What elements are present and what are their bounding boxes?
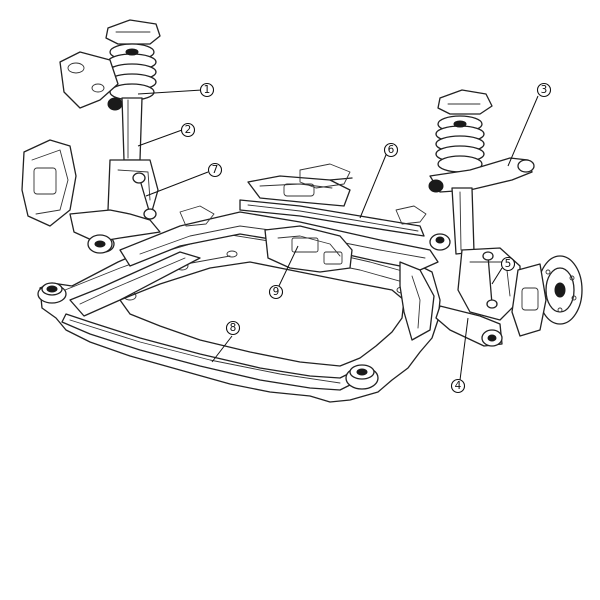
misc-brackets: [179, 163, 427, 227]
left-strut: [21, 19, 161, 254]
rear-right-mount: [429, 233, 451, 251]
callout-5: 5: [500, 256, 516, 272]
callout-7: 7: [207, 162, 223, 178]
svg-text:3: 3: [541, 84, 548, 96]
leader-lines: [137, 89, 539, 381]
coil-spring-left: [107, 43, 157, 101]
svg-text:7: 7: [212, 164, 219, 176]
svg-text:4: 4: [455, 380, 462, 392]
svg-text:8: 8: [230, 322, 237, 334]
callout-4: 4: [450, 378, 466, 394]
callout-9: 9: [268, 284, 284, 300]
coil-spring-right: [435, 115, 485, 173]
callout-3: 3: [536, 82, 552, 98]
front-right-mount: [345, 364, 379, 390]
subframe-mounts: [37, 233, 451, 390]
svg-text:1: 1: [204, 84, 211, 96]
front-left-mount: [37, 282, 67, 304]
right-strut: [428, 89, 583, 347]
callout-6: 6: [383, 142, 399, 158]
svg-text:9: 9: [273, 286, 280, 298]
callout-8: 8: [225, 320, 241, 336]
callout-1: 1: [199, 82, 215, 98]
svg-text:5: 5: [505, 258, 512, 270]
svg-text:2: 2: [185, 124, 192, 136]
svg-text:6: 6: [388, 144, 395, 156]
subframe: [39, 211, 441, 403]
callout-2: 2: [180, 122, 196, 138]
steering-rack: [239, 175, 425, 237]
